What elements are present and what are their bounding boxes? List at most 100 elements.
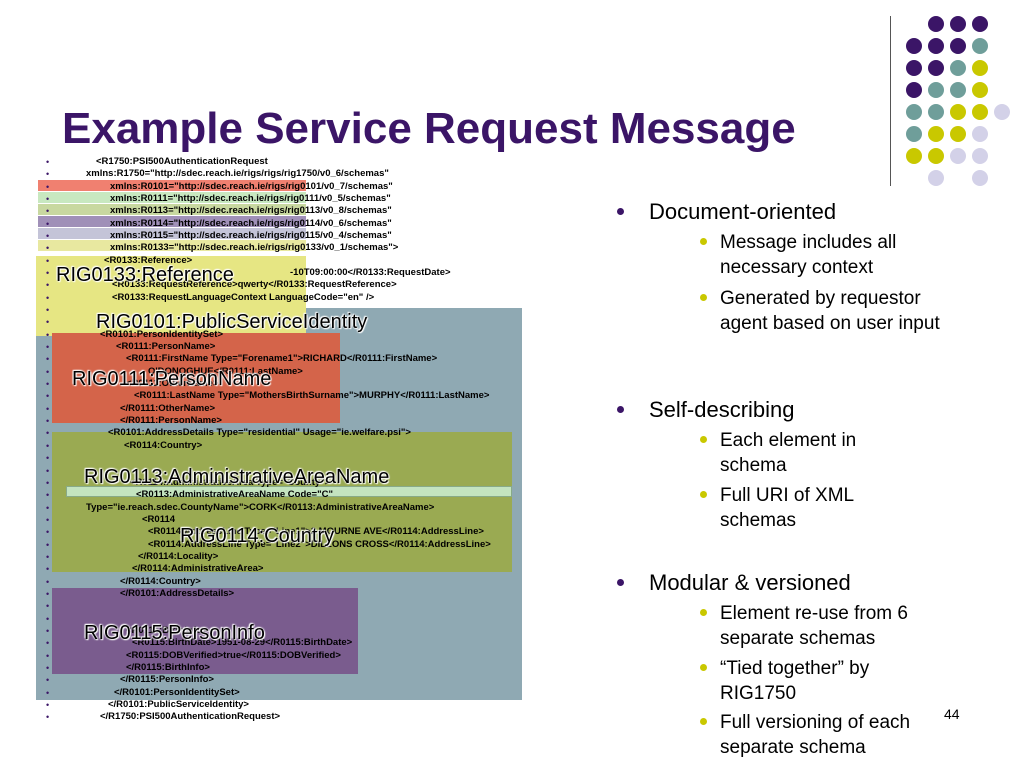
xml-line: <R0114:AdministrativeArea Type="County"> (130, 477, 331, 488)
decorative-dot (906, 82, 922, 98)
decorative-dot (928, 60, 944, 76)
bullet-3-3-marker (700, 718, 707, 725)
decorative-dot (928, 126, 944, 142)
decorative-dot (950, 38, 966, 54)
bullet-1-1-marker (700, 238, 707, 245)
xml-line: <R0111:LastName Type="MothersBirthSurnam… (134, 390, 490, 401)
xml-line: </R0114:Locality> (138, 551, 219, 562)
bullet-3-2-text: “Tied together” by RIG1750 (720, 658, 870, 704)
xml-line-bullet: • (46, 601, 50, 611)
decorative-dot (950, 148, 966, 164)
decorative-dot (972, 82, 988, 98)
xml-line-bullet: • (46, 453, 50, 463)
xml-line: </R0101:PublicServiceIdentity> (108, 699, 249, 710)
xml-line-bullet: • (46, 305, 50, 315)
bullet-2-text: Self-describing (649, 397, 795, 422)
xml-line-bullet: • (46, 614, 50, 624)
xml-line-bullet: • (46, 243, 50, 253)
decorative-dot (972, 104, 988, 120)
xml-line: </R1750:PSI500AuthenticationRequest> (100, 711, 281, 722)
xml-line-bullet: • (46, 552, 50, 562)
xml-line-bullet: • (46, 416, 50, 426)
decorative-dot (950, 82, 966, 98)
decorative-dot (928, 170, 944, 186)
xml-line: </R0114:AdministrativeArea> (132, 563, 264, 574)
highlight-r0101 (38, 180, 306, 191)
xml-line-bullet: • (46, 626, 50, 636)
xml-line-bullet: • (46, 466, 50, 476)
xml-line-bullet: • (46, 157, 50, 167)
slide-title: Example Service Request Message (62, 104, 796, 153)
xml-line: </R0101:AddressDetails> (120, 588, 235, 599)
xml-line-bullet: • (46, 330, 50, 340)
decorative-dot (906, 104, 922, 120)
decorative-dot (906, 60, 922, 76)
xml-line-bullet: • (46, 404, 50, 414)
xml-line-bullet: • (46, 700, 50, 710)
decorative-dot (950, 104, 966, 120)
xml-line: <R0113:AdministrativeAreaName Code="C" (136, 489, 333, 500)
xml-line: xmlns:R0101="http://sdec.reach.ie/rigs/r… (110, 181, 393, 192)
highlight-country-bar (66, 486, 512, 497)
bullet-1-2-marker (700, 294, 707, 301)
bullet-1-1-text: Message includes all necessary context (720, 232, 897, 278)
xml-line-bullet: • (46, 169, 50, 179)
xml-line-bullet: • (46, 675, 50, 685)
xml-line-bullet: • (46, 527, 50, 537)
xml-line: </R0111:PersonName> (120, 415, 222, 426)
xml-line: O'DONOGHUE</R0111:LastName> (148, 366, 303, 377)
overlay-label-admin-area-name: RIG0113:AdministrativeAreaName (84, 466, 390, 488)
bullet-3-3-text: Full versioning of each separate schema (720, 712, 911, 758)
xml-line-bullet: • (46, 688, 50, 698)
bullet-3-1-text: Element re-use from 6 separate schemas (720, 603, 908, 649)
person-name-box (52, 333, 340, 423)
bullet-2-1-marker (700, 436, 707, 443)
xml-line: xmlns:R0133="http://sdec.reach.ie/rigs/r… (110, 242, 399, 253)
xml-line-bullet: • (46, 663, 50, 673)
bullet-3-1-marker (700, 609, 707, 616)
xml-line: </R0111:OtherName> (120, 403, 216, 414)
xml-line: </R0115:BirthInfo> (126, 662, 210, 673)
decorative-dot (950, 16, 966, 32)
xml-line: <R0115:DOBVerified>true</R0115:DOBVerifi… (126, 650, 341, 661)
xml-line: Type="ie.reach.sdec.CountyName">CORK</R0… (86, 502, 435, 513)
xml-line-bullet: • (46, 589, 50, 599)
xml-line-bullet: • (46, 391, 50, 401)
xml-line-bullet: • (46, 712, 50, 722)
decorative-dot (972, 16, 988, 32)
xml-line: <R0114:AddressLine Type="Line1">2 MOURNE… (148, 526, 484, 537)
decorative-dot (994, 104, 1010, 120)
decorative-dot (928, 104, 944, 120)
decorative-dot (972, 170, 988, 186)
xml-line: <R0133:RequestLanguageContext LanguageCo… (112, 292, 375, 303)
xml-line: xmlns:R0111="http://sdec.reach.ie/rigs/r… (110, 193, 391, 204)
xml-line-bullet: • (46, 428, 50, 438)
overlay-label-country: RIG0114:Country (180, 525, 335, 547)
highlight-r0115 (38, 228, 306, 239)
xml-line: <R0111:OtherName> (126, 378, 219, 389)
decorative-dot (928, 38, 944, 54)
xml-line-bullet: • (46, 379, 50, 389)
person-info-box (52, 588, 358, 674)
xml-line: xmlns:R1750="http://sdec.reach.ie/rigs/r… (86, 168, 389, 179)
decorative-dot (928, 148, 944, 164)
xml-line: <R0114:AddressLine Type="Line2">DILLONS … (148, 539, 491, 550)
bullet-3-marker (617, 579, 624, 586)
xml-line-bullet: • (46, 293, 50, 303)
xml-line-bullet: • (46, 317, 50, 327)
xml-line: -10T09:00:00</R0133:RequestDate> (290, 267, 451, 278)
page-number: 44 (944, 706, 960, 722)
xml-line-bullet: • (46, 515, 50, 525)
xml-line: <R1750:PSI500AuthenticationRequest (96, 156, 268, 167)
xml-line: <R0133:Reference> (104, 255, 193, 266)
xml-line-bullet: • (46, 231, 50, 241)
xml-line: xmlns:R0114="http://sdec.reach.ie/rigs/r… (110, 218, 392, 229)
xml-line: </R0114:Country> (120, 576, 201, 587)
overlay-label-person-name: RIG0111:PersonName (72, 368, 272, 390)
decorative-dot (972, 38, 988, 54)
xml-line-bullet: • (46, 638, 50, 648)
bullet-1-text: Document-oriented (649, 199, 837, 224)
decorative-dot (950, 60, 966, 76)
highlight-r0111 (38, 192, 306, 203)
decorative-dot (972, 126, 988, 142)
